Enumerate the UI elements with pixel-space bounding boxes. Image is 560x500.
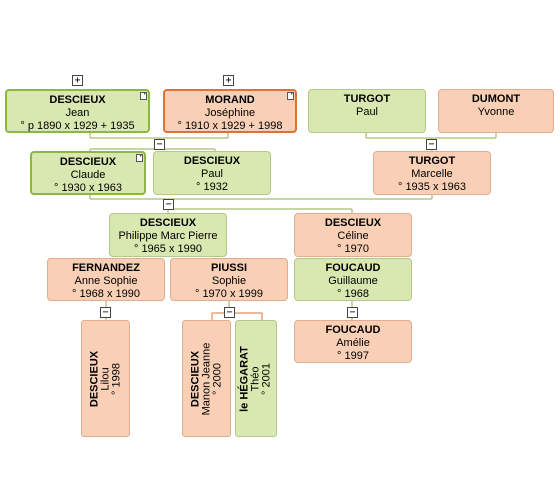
collapse-icon[interactable]: − [163,199,174,210]
collapse-icon[interactable]: − [154,139,165,150]
life-dates: ° 1970 [337,243,369,255]
note-icon[interactable] [140,92,147,100]
given-name: Amélie [336,337,370,349]
given-name: Joséphine [204,107,256,119]
given-name: Claude [70,169,106,181]
surname: TURGOT [343,93,391,105]
note-icon[interactable] [287,92,294,100]
given-name: Manon Jeanne [200,342,212,415]
person-josephine-morand[interactable]: MORAND Joséphine ° 1910 x 1929 + 1998 [163,89,297,133]
person-manon-descieux[interactable]: DESCIEUX Manon Jeanne ° 2000 [182,320,231,437]
life-dates: ° 1932 [196,181,228,193]
surname: FOUCAUD [325,262,381,274]
person-paul-descieux[interactable]: DESCIEUX Paul ° 1932 [153,151,271,195]
surname: DESCIEUX [324,217,382,229]
given-name: Lilou [99,366,111,391]
person-lilou-descieux[interactable]: DESCIEUX Lilou ° 1998 [81,320,130,437]
given-name: Céline [337,230,369,242]
given-name: Anne Sophie [74,275,138,287]
surname: DESCIEUX [49,94,106,106]
expand-icon[interactable]: + [223,75,234,86]
surname: FERNANDEZ [72,262,140,274]
surname: MORAND [205,94,255,106]
surname: DESCIEUX [139,217,197,229]
surname: DESCIEUX [189,350,201,407]
given-name: Jean [65,107,90,119]
surname: DESCIEUX [59,156,117,168]
person-theo-le-hegarat[interactable]: le HÉGARAT Théo ° 2001 [235,320,277,437]
life-dates: ° 1997 [337,350,369,362]
surname: DESCIEUX [88,350,100,407]
person-yvonne-dumont[interactable]: DUMONT Yvonne [438,89,554,133]
life-dates: ° 1998 [110,362,122,395]
life-dates: ° 2000 [211,362,223,395]
surname: FOUCAUD [325,324,381,336]
life-dates: ° 1970 x 1999 [194,288,263,300]
person-label: DESCIEUX Manon Jeanne ° 2000 [189,342,223,415]
life-dates: ° 1968 [337,288,369,300]
surname: DUMONT [471,93,521,105]
life-dates: ° 1965 x 1990 [133,243,202,255]
person-jean-descieux[interactable]: DESCIEUX Jean ° p 1890 x 1929 + 1935 [5,89,150,133]
person-claude-descieux[interactable]: DESCIEUX Claude ° 1930 x 1963 [30,151,146,195]
note-icon[interactable] [136,154,143,162]
life-dates: ° 1968 x 1990 [71,288,140,300]
life-dates: ° 2001 [260,362,273,395]
surname: PIUSSI [210,262,248,274]
given-name: Paul [355,106,379,118]
life-dates: ° p 1890 x 1929 + 1935 [20,120,135,132]
given-name: Guillaume [328,275,378,287]
given-name: Philippe Marc Pierre [118,230,218,242]
given-name: Sophie [211,275,247,287]
life-dates: ° 1930 x 1963 [53,182,122,194]
collapse-icon[interactable]: − [224,307,235,318]
person-label: DESCIEUX Lilou ° 1998 [88,350,122,407]
person-sophie-piussi[interactable]: PIUSSI Sophie ° 1970 x 1999 [170,258,288,301]
person-marcelle-turgot[interactable]: TURGOT Marcelle ° 1935 x 1963 [373,151,491,195]
surname: TURGOT [408,155,456,167]
collapse-icon[interactable]: − [426,139,437,150]
surname: DESCIEUX [183,155,241,167]
expand-icon[interactable]: + [72,75,83,86]
person-amelie-foucaud[interactable]: FOUCAUD Amélie ° 1997 [294,320,412,363]
person-guillaume-foucaud[interactable]: FOUCAUD Guillaume ° 1968 [294,258,412,301]
person-anne-fernandez[interactable]: FERNANDEZ Anne Sophie ° 1968 x 1990 [47,258,165,301]
life-dates: ° 1935 x 1963 [397,181,466,193]
person-philippe-descieux[interactable]: DESCIEUX Philippe Marc Pierre ° 1965 x 1… [109,213,227,257]
person-celine-descieux[interactable]: DESCIEUX Céline ° 1970 [294,213,412,257]
collapse-icon[interactable]: − [100,307,111,318]
life-dates: ° 1910 x 1929 + 1998 [177,120,283,132]
given-name: Yvonne [477,106,515,118]
given-name: Paul [200,168,224,180]
person-paul-turgot[interactable]: TURGOT Paul [308,89,426,133]
collapse-icon[interactable]: − [347,307,358,318]
given-name: Marcelle [411,168,453,180]
person-label: le HÉGARAT Théo ° 2001 [239,346,273,412]
